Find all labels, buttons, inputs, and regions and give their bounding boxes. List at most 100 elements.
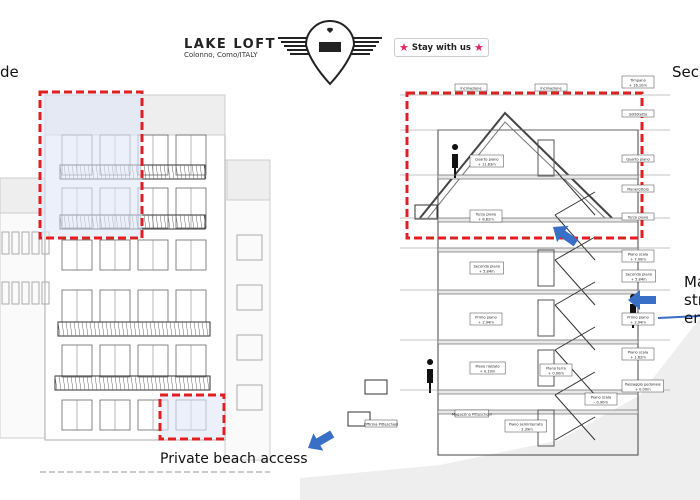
arrow-icon-entrance: [553, 225, 579, 247]
level-label-box: [621, 312, 655, 326]
railing-bar: [74, 375, 78, 391]
level-label-box: [621, 184, 655, 193]
level-label: + 8.82m: [478, 218, 494, 222]
level-label: Piano scala: [628, 253, 648, 257]
railing-bar: [102, 375, 106, 391]
stay-with-us-button[interactable]: ★ Stay with us ★: [394, 38, 489, 57]
window: [236, 234, 263, 261]
railing-bar: [205, 321, 209, 337]
railing-bar: [199, 214, 203, 230]
level-label: Sottotetto: [629, 113, 647, 117]
railing-bar: [78, 375, 82, 391]
railing-bar: [81, 321, 85, 337]
right-caption: Sec: [672, 63, 699, 81]
railing-bar: [206, 375, 210, 391]
arrow-icon-beach-access: [308, 430, 335, 451]
side-caption-1: Ma: [684, 273, 700, 291]
roof: [419, 111, 613, 219]
side-caption-3: en: [684, 309, 700, 327]
left-caption: de: [0, 63, 19, 81]
railing-bar: [69, 321, 73, 337]
railing-bar: [54, 375, 58, 391]
railing-bar: [147, 164, 151, 180]
railing-bar: [93, 321, 97, 337]
railing-bar: [125, 321, 129, 337]
level-label: - 0.90m: [594, 401, 608, 405]
railing-bar: [177, 321, 181, 337]
bed-icon: [319, 42, 341, 52]
stair: [554, 281, 596, 306]
railing-bar: [178, 375, 182, 391]
level-label: Magazzino Pitteschool: [452, 413, 492, 417]
level-label: - 2.39m: [519, 428, 533, 432]
railing-bar: [89, 321, 93, 337]
level-label: Pianerottolo: [627, 188, 649, 192]
level-label: Quarto piano: [626, 158, 650, 162]
railing-bar: [163, 214, 167, 230]
railing-bar: [162, 375, 166, 391]
railing-bar: [194, 375, 198, 391]
balcony-railing: [54, 375, 211, 391]
railing-bar: [94, 375, 98, 391]
window: [1, 231, 10, 255]
level-label-box: [504, 419, 547, 433]
railing-bar: [65, 321, 69, 337]
railing-bar: [183, 214, 187, 230]
level-label-box: [621, 212, 655, 221]
railing-bar: [154, 375, 158, 391]
floor-slab: [437, 339, 639, 345]
railing-bar: [133, 321, 137, 337]
railing-bar: [183, 164, 187, 180]
railing-bar: [105, 321, 109, 337]
arrow-shape: [553, 225, 579, 247]
window: [1, 281, 10, 305]
railing-bar: [149, 321, 153, 337]
railing-bar: [126, 375, 130, 391]
railing-bar: [167, 214, 171, 230]
railing-bar: [58, 375, 62, 391]
railing-bar: [110, 375, 114, 391]
stair: [554, 236, 596, 261]
level-label: Piano scala: [628, 351, 648, 355]
railing-bar: [97, 321, 101, 337]
street-level-line: [657, 315, 700, 319]
railing-bar: [201, 321, 205, 337]
railing-bar: [155, 164, 159, 180]
neighbor-roof: [226, 159, 271, 201]
level-label-box: [469, 154, 504, 168]
railing-bar: [182, 375, 186, 391]
level-label: + 5.84m: [479, 270, 495, 274]
railing-bar: [130, 375, 134, 391]
level-label-box: [469, 261, 504, 275]
railing-bar: [153, 321, 157, 337]
railing-bar: [163, 164, 167, 180]
railing-bar: [202, 375, 206, 391]
level-label: + 11.83m: [478, 163, 496, 167]
window: [31, 231, 40, 255]
railing-bar: [73, 321, 77, 337]
door: [537, 249, 555, 287]
railing-bar: [150, 375, 154, 391]
level-label: Piano seminterrato: [509, 423, 543, 427]
level-label-box: [621, 75, 655, 89]
railing-bar: [171, 214, 175, 230]
railing-bar: [175, 214, 179, 230]
level-label-box: [454, 409, 489, 418]
level-label: + 0.10m: [480, 370, 496, 374]
railing-bar: [203, 164, 207, 180]
railing-bar: [101, 321, 105, 337]
railing-bar: [66, 375, 70, 391]
window: [21, 281, 30, 305]
level-label-box: [621, 269, 656, 283]
highlight-loft-section: [405, 91, 644, 240]
railing-bar: [147, 214, 151, 230]
level-label: Secondo piano: [474, 265, 501, 269]
level-label-box: [469, 209, 503, 223]
railing-bar: [170, 375, 174, 391]
railing-bar: [70, 375, 74, 391]
level-label: Piano scala: [591, 396, 611, 400]
level-label: Piano terra: [546, 367, 566, 371]
railing-bar: [143, 214, 147, 230]
window: [31, 281, 40, 305]
level-label: Primo piano: [627, 316, 648, 320]
